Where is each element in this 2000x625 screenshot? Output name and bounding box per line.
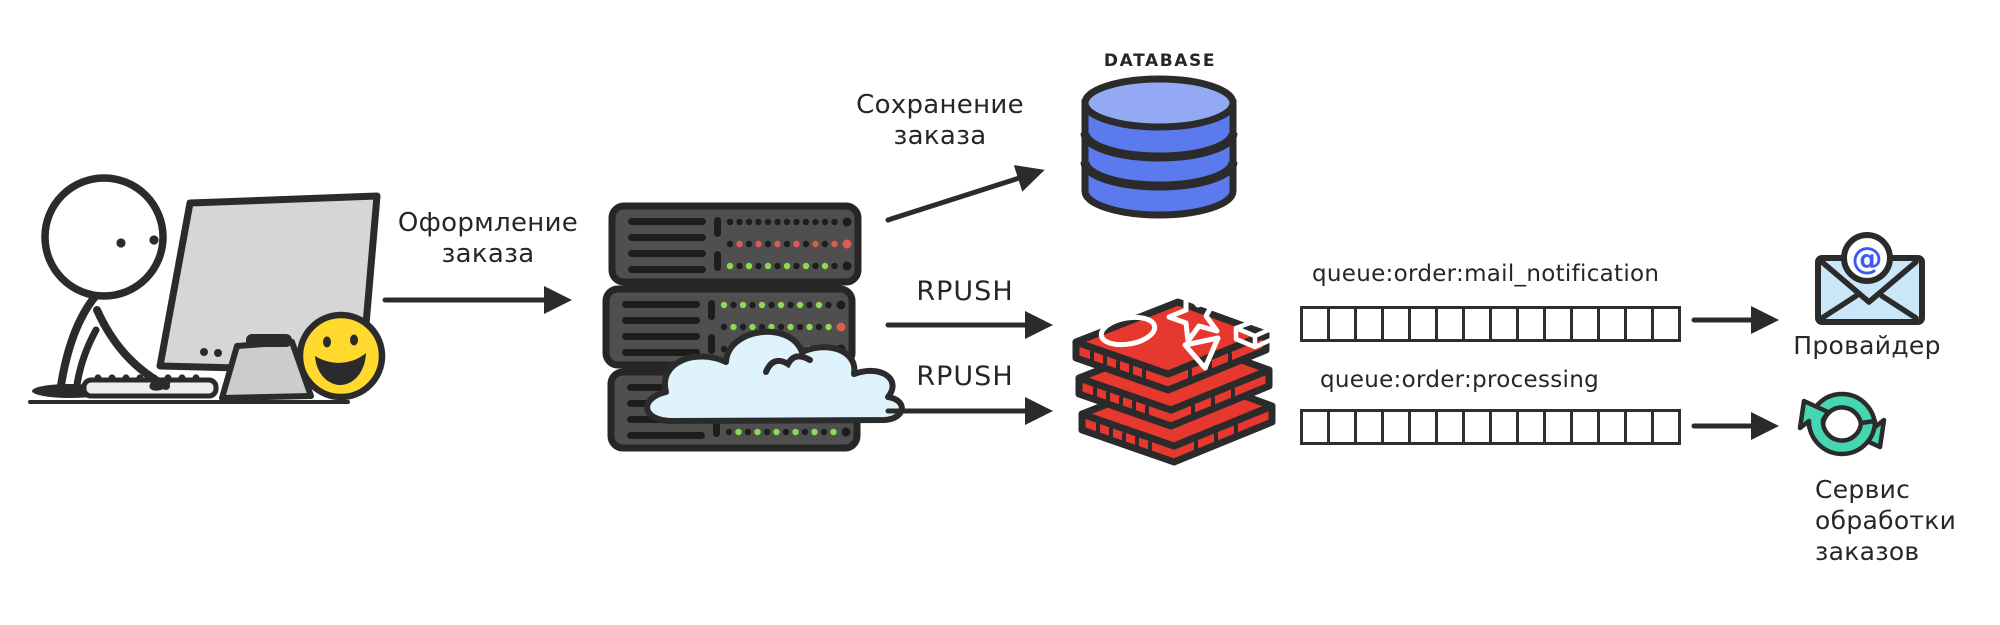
queue-cell <box>1303 309 1330 339</box>
queue-cell <box>1465 309 1492 339</box>
monitor-led <box>200 348 208 356</box>
queue-cell <box>1600 309 1627 339</box>
redis-slab-top <box>1072 289 1278 394</box>
at-badge <box>1841 232 1893 284</box>
queue-cell <box>1357 412 1384 442</box>
provider-label: Провайдер <box>1793 331 1941 360</box>
stand-hinge <box>246 334 292 347</box>
star-icon <box>1166 289 1220 344</box>
queue-cell <box>1627 309 1654 339</box>
person-figure <box>41 174 171 397</box>
queue-cell <box>1492 412 1519 442</box>
order-placement-label: Оформление заказа <box>397 208 579 269</box>
queue-cell <box>1438 309 1465 339</box>
triangle-icon <box>1182 335 1221 371</box>
queue-cell <box>1411 309 1438 339</box>
arrow-save-order <box>885 165 1045 223</box>
queue-cell <box>1384 309 1411 339</box>
queue-cell <box>1492 309 1519 339</box>
queue-cell <box>1519 412 1546 442</box>
email-envelope-icon: @ <box>1815 232 1925 325</box>
save-order-label: Сохранение заказа <box>856 90 1024 151</box>
smiley-icon <box>296 311 386 401</box>
cloud-icon <box>644 328 905 424</box>
queue-cell <box>1357 309 1384 339</box>
queue-mail-label: queue:order:mail_notification <box>1312 261 1660 287</box>
at-icon: @ <box>1852 241 1883 277</box>
queue-processing-label: queue:order:processing <box>1320 367 1600 393</box>
queue-cell <box>1546 412 1573 442</box>
queue-cell <box>1411 412 1438 442</box>
refresh-icon <box>1797 391 1887 457</box>
queue-cell <box>1573 412 1600 442</box>
database-icon <box>1080 75 1238 219</box>
rpush-processing-label: RPUSH <box>916 361 1014 392</box>
redis-top-shapes <box>1098 289 1278 371</box>
queue-cell <box>1627 412 1654 442</box>
redis-icon <box>1072 289 1278 466</box>
box-icon <box>1233 317 1278 350</box>
user-at-computer-icon <box>28 174 386 404</box>
queue-cell <box>1546 309 1573 339</box>
queue-cell <box>1330 412 1357 442</box>
queue-cell <box>1600 412 1627 442</box>
queue-cell <box>1330 309 1357 339</box>
queue-cell <box>1654 309 1678 339</box>
circle-icon <box>1098 314 1158 348</box>
queue-cell <box>1384 412 1411 442</box>
queue-cell <box>1654 412 1678 442</box>
queue-cell <box>1465 412 1492 442</box>
queue-mail-cells <box>1300 306 1681 342</box>
queue-cell <box>1573 309 1600 339</box>
database-label: DATABASE <box>1103 51 1217 71</box>
queue-cell <box>1438 412 1465 442</box>
queue-processing-cells <box>1300 409 1681 445</box>
order-service-label: Сервис обработки заказов <box>1815 475 1957 566</box>
server-unit <box>608 202 862 286</box>
queue-cell <box>1303 412 1330 442</box>
rpush-mail-label: RPUSH <box>916 276 1014 307</box>
queue-cell <box>1519 309 1546 339</box>
monitor-led <box>214 349 222 357</box>
